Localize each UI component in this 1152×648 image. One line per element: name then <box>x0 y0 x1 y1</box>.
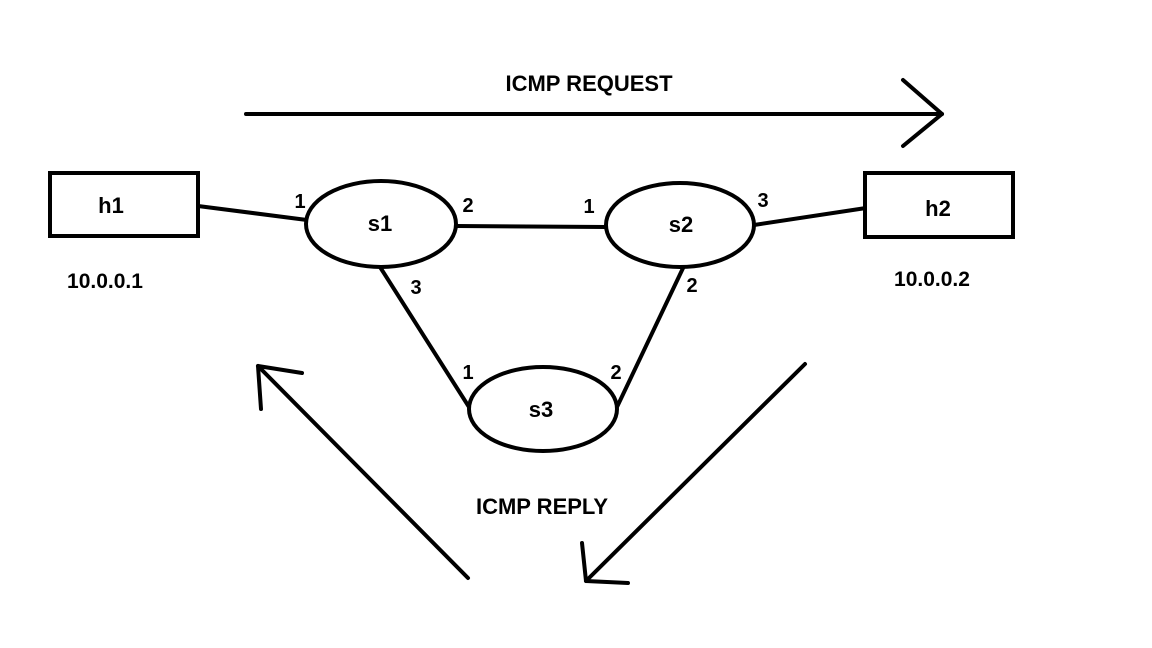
icmp-reply-label: ICMP REPLY <box>476 494 608 519</box>
switch-s2-shape <box>604 181 756 269</box>
switch-s1-label: s1 <box>368 211 392 236</box>
host-h1-label: h1 <box>98 193 124 218</box>
s2-port-3: 3 <box>757 190 768 212</box>
link-s1-s2 <box>454 224 608 229</box>
reply-arrow-right-head <box>580 541 630 585</box>
switch-s1: s1 <box>304 179 458 269</box>
icmp-request-arrow <box>244 78 944 148</box>
host-h2-label: h2 <box>925 196 951 221</box>
s2-port-1: 1 <box>583 196 594 218</box>
link-h1-s1 <box>196 204 309 222</box>
host-h1-box <box>48 171 200 238</box>
host-h1-ip: 10.0.0.1 <box>67 270 143 293</box>
s1-port-1: 1 <box>294 191 305 213</box>
host-h1: h1 <box>48 171 200 238</box>
switch-s3: s3 <box>467 365 619 453</box>
host-h2-box <box>863 171 1015 239</box>
switch-s2: s2 <box>604 181 756 269</box>
link-s1-s3 <box>378 265 471 409</box>
reply-arrow-right-shaft <box>584 362 807 583</box>
switch-s3-label: s3 <box>529 397 553 422</box>
host-h2-ip: 10.0.0.2 <box>894 268 970 291</box>
s1-port-2: 2 <box>462 195 473 217</box>
links <box>196 204 868 409</box>
s2-port-2: 2 <box>686 275 697 297</box>
link-s2-h2 <box>752 206 868 227</box>
switch-s2-label: s2 <box>669 212 693 237</box>
reply-arrow-left-head <box>256 364 304 411</box>
s1-port-3: 3 <box>410 277 421 299</box>
link-s2-s3 <box>615 264 686 409</box>
switch-s3-shape <box>467 365 619 453</box>
request-arrow-head <box>901 78 944 148</box>
s3-port-1: 1 <box>462 362 473 384</box>
host-h2: h2 <box>863 171 1015 239</box>
icmp-reply-arrow-left <box>256 364 470 580</box>
icmp-request-label: ICMP REQUEST <box>505 71 673 96</box>
reply-arrow-left-shaft <box>256 364 470 580</box>
switch-s1-shape <box>304 179 458 269</box>
s3-port-2: 2 <box>610 362 621 384</box>
icmp-reply-arrow-right <box>580 362 807 585</box>
